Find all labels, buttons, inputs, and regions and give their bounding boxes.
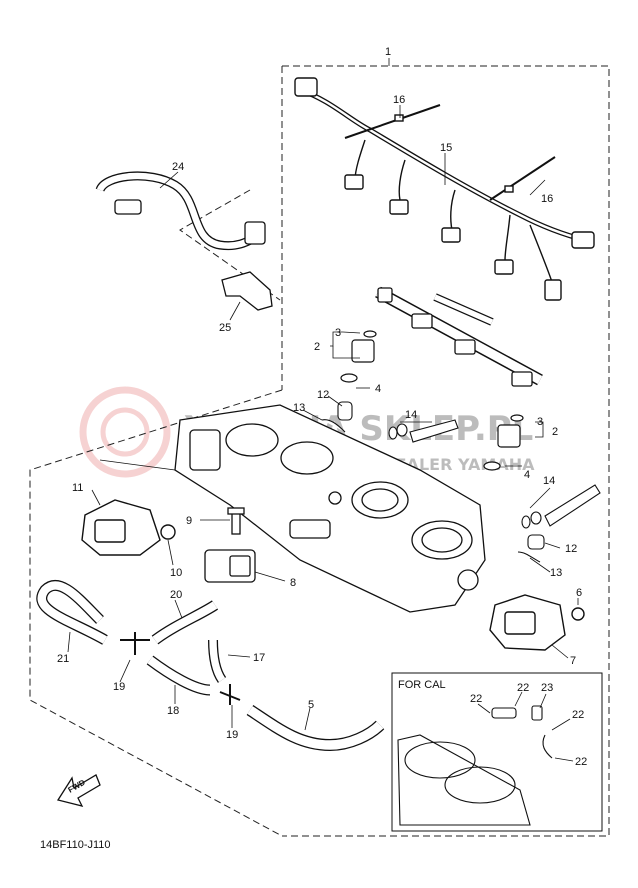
sensor-11 <box>81 499 176 556</box>
sensor-7 <box>489 594 585 651</box>
callout-6: 6 <box>576 587 582 599</box>
callout-21: 21 <box>57 653 69 665</box>
callout-7: 7 <box>570 655 576 667</box>
sensor-8 <box>204 507 256 583</box>
callout-12-right: 12 <box>565 543 577 555</box>
callout-25: 25 <box>219 322 231 334</box>
callout-22-b: 22 <box>517 682 529 694</box>
group-outlines <box>29 65 610 837</box>
fwd-arrow: FWD <box>56 774 101 807</box>
callout-10: 10 <box>170 567 182 579</box>
outline-main <box>282 65 610 837</box>
callout-12-top: 12 <box>317 389 329 401</box>
callout-13-right: 13 <box>550 567 562 579</box>
callout-16-top: 16 <box>393 94 405 106</box>
callout-19-left: 19 <box>113 681 125 693</box>
outline-left-lower <box>29 389 283 837</box>
clip-25 <box>221 271 273 311</box>
callout-17: 17 <box>253 652 265 664</box>
inset-for-cal: FOR CAL <box>391 672 603 832</box>
inset-title: FOR CAL <box>398 679 446 691</box>
callout-14-right: 14 <box>543 475 555 487</box>
callout-18: 18 <box>167 705 179 717</box>
wire-harness <box>294 77 595 301</box>
callout-19-right: 19 <box>226 729 238 741</box>
callout-22-c: 22 <box>572 709 584 721</box>
leader-lines <box>67 58 579 762</box>
callout-14-top: 14 <box>405 409 417 421</box>
callout-22-a: 22 <box>470 693 482 705</box>
callout-15: 15 <box>440 142 452 154</box>
callout-2-right: 2 <box>552 426 558 438</box>
callout-24: 24 <box>172 161 184 173</box>
outline-hose-24 <box>179 189 281 301</box>
callout-16-right: 16 <box>541 193 553 205</box>
small-parts <box>321 401 601 563</box>
throttle-body <box>174 404 486 613</box>
injector-left <box>340 330 377 383</box>
callout-4-right: 4 <box>524 469 530 481</box>
callout-4-left: 4 <box>375 383 381 395</box>
hoses-lower <box>36 579 385 752</box>
callout-3-right: 3 <box>537 416 543 428</box>
callout-9: 9 <box>186 515 192 527</box>
callout-23: 23 <box>541 682 553 694</box>
hose-24 <box>95 171 266 251</box>
injector-right <box>483 414 524 471</box>
callout-13-top: 13 <box>293 402 305 414</box>
callouts: 1 16 15 16 24 25 3 2 4 12 13 14 3 2 4 14… <box>57 46 587 768</box>
callout-11: 11 <box>72 482 83 494</box>
fuel-rail <box>375 286 543 387</box>
callout-3-left: 3 <box>335 327 341 339</box>
callout-1: 1 <box>385 46 391 58</box>
drawing-code: 14BF110-J110 <box>40 839 111 851</box>
callout-22-d: 22 <box>575 756 587 768</box>
callout-8: 8 <box>290 577 296 589</box>
harness-connector-main <box>294 77 318 97</box>
callout-5: 5 <box>308 699 314 711</box>
callout-20: 20 <box>170 589 182 601</box>
callout-2-left: 2 <box>314 341 320 353</box>
